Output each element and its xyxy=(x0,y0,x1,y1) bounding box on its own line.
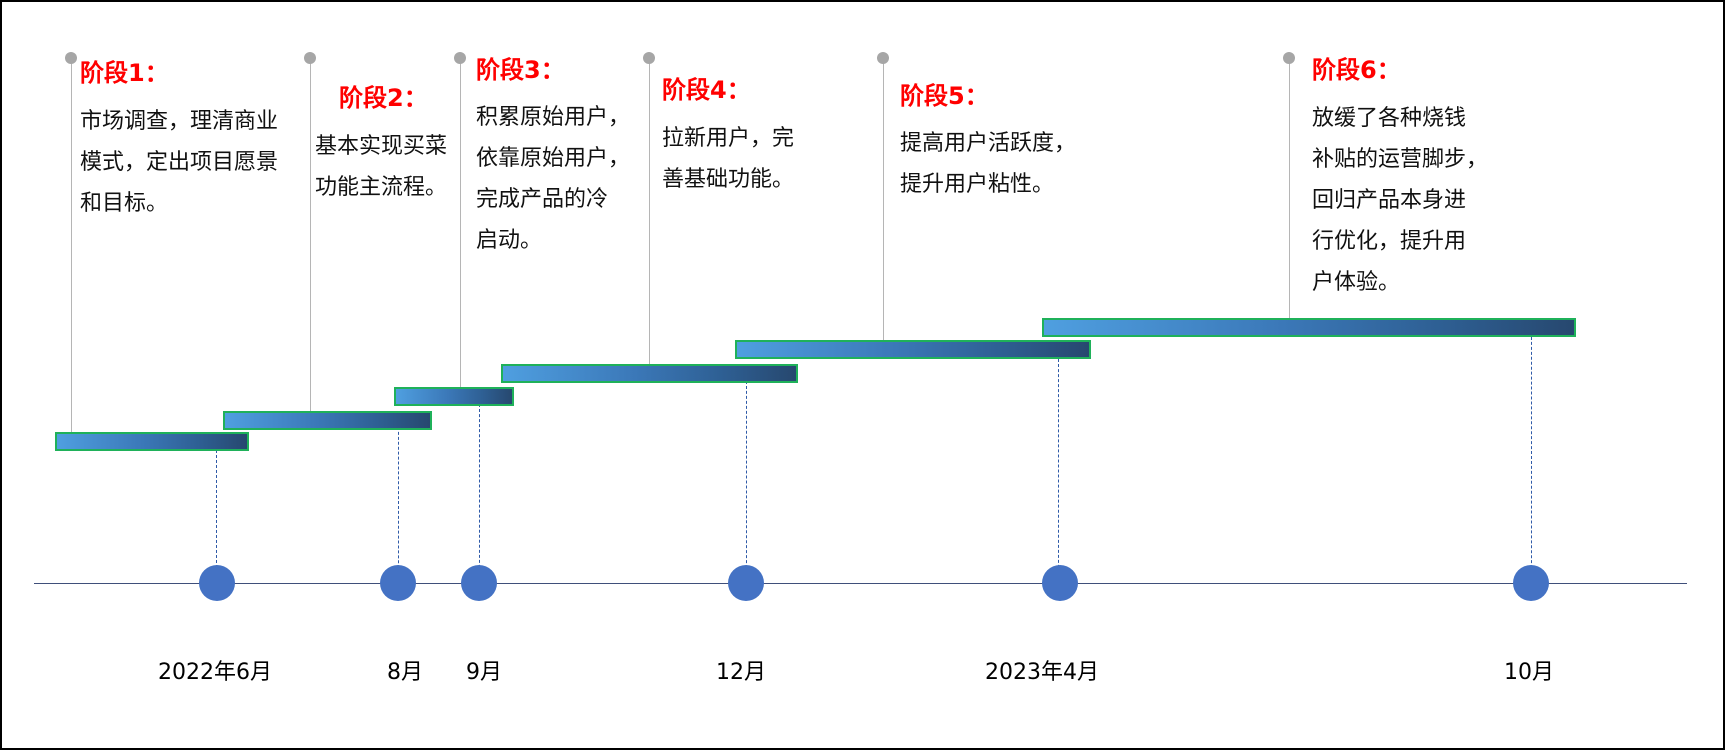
stage-3-title: 阶段3： xyxy=(476,56,565,84)
stage-4-dot xyxy=(643,52,655,64)
stage-3-stem xyxy=(460,58,461,388)
date-marker-1 xyxy=(199,565,235,601)
date-connector-5 xyxy=(1058,354,1059,583)
stage-4-title: 阶段4： xyxy=(662,76,751,104)
stage-5-title: 阶段5： xyxy=(900,82,989,110)
stage-5-stem xyxy=(883,58,884,359)
stage-6-stem xyxy=(1289,58,1290,321)
stage-bar-1 xyxy=(55,432,249,451)
stage-bar-2 xyxy=(223,411,432,430)
stage-1-dot xyxy=(65,52,77,64)
date-label-1: 2022年6月 xyxy=(158,660,272,685)
date-marker-4 xyxy=(728,565,764,601)
stage-1-title: 阶段1： xyxy=(80,59,169,87)
stage-1-description: 市场调查，理清商业 模式，定出项目愿景 和目标。 xyxy=(80,109,279,216)
stage-2-title: 阶段2： xyxy=(339,84,428,112)
date-connector-6 xyxy=(1531,332,1532,583)
date-label-3: 9月 xyxy=(466,660,502,685)
date-connector-4 xyxy=(746,376,747,583)
date-connector-3 xyxy=(479,399,480,583)
date-label-5: 2023年4月 xyxy=(985,660,1099,685)
date-marker-2 xyxy=(380,565,416,601)
stage-1-stem xyxy=(71,58,72,432)
stage-bar-4 xyxy=(501,364,798,383)
date-label-4: 12月 xyxy=(716,660,766,685)
stage-6-dot xyxy=(1283,52,1295,64)
stage-2-stem xyxy=(310,58,311,411)
stage-bar-5 xyxy=(735,340,1091,359)
stage-6-description: 放缓了各种烧钱 补贴的运营脚步， 回归产品本身进 行优化，提升用 户体验。 xyxy=(1312,106,1489,295)
stage-3-dot xyxy=(454,52,466,64)
stage-bar-3 xyxy=(394,387,514,406)
stage-4-stem xyxy=(649,58,650,365)
stage-3-description: 积累原始用户， 依靠原始用户， 完成产品的冷 启动。 xyxy=(476,105,631,253)
date-connector-2 xyxy=(398,422,399,583)
date-label-6: 10月 xyxy=(1504,660,1554,685)
timeline-axis xyxy=(34,583,1687,584)
date-label-2: 8月 xyxy=(387,660,423,685)
date-marker-3 xyxy=(461,565,497,601)
stage-2-description: 基本实现买菜 功能主流程。 xyxy=(315,134,448,200)
stage-6-title: 阶段6： xyxy=(1312,56,1401,84)
date-connector-1 xyxy=(216,445,217,583)
stage-2-dot xyxy=(304,52,316,64)
stage-bar-6 xyxy=(1042,318,1576,337)
date-marker-5 xyxy=(1042,565,1078,601)
stage-5-dot xyxy=(877,52,889,64)
stage-5-description: 提高用户活跃度， 提升用户粘性。 xyxy=(900,131,1077,197)
stage-4-description: 拉新用户，完 善基础功能。 xyxy=(662,126,795,192)
date-marker-6 xyxy=(1513,565,1549,601)
